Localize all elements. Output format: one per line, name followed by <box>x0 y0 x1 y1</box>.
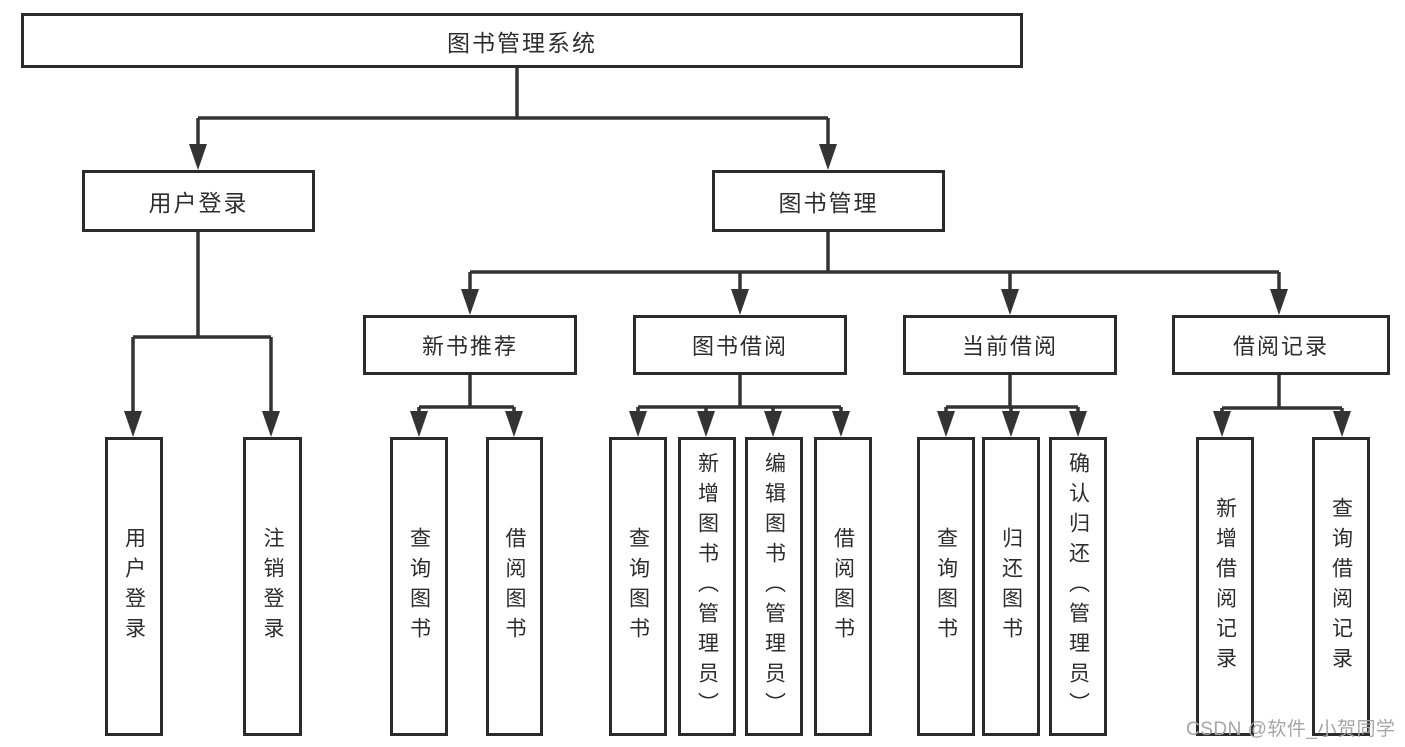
node-label: 注销登录 <box>261 526 284 647</box>
arrow-down-icon <box>124 411 142 437</box>
leaf-user-login: 用户登录 <box>105 437 163 736</box>
leaf-bb-edit-books-admin: 编辑图书（管理员） <box>745 437 803 736</box>
arrow-down-icon <box>461 289 479 315</box>
csdn-watermark: CSDN @软件_小贺同学 <box>1186 719 1396 740</box>
node-label: 编辑图书（管理员） <box>762 451 786 722</box>
leaf-bb-query-books: 查询图书 <box>609 437 667 736</box>
leaf-cb-return-books: 归还图书 <box>982 437 1040 736</box>
node-label: 借阅图书 <box>503 526 526 647</box>
node-borrowing-records: 借阅记录 <box>1172 315 1390 375</box>
node-label: 查询借阅记录 <box>1329 496 1353 677</box>
node-current-borrowing: 当前借阅 <box>903 315 1117 375</box>
leaf-cb-confirm-return-admin: 确认归还（管理员） <box>1049 437 1107 736</box>
node-label: 图书管理系统 <box>447 29 597 56</box>
arrow-down-icon <box>731 289 749 315</box>
node-new-book-recommendation: 新书推荐 <box>363 315 577 375</box>
arrow-down-icon <box>1069 411 1087 437</box>
leaf-bb-add-books-admin: 新增图书（管理员） <box>678 437 736 736</box>
arrow-down-icon <box>1213 411 1231 437</box>
node-book-borrowing: 图书借阅 <box>633 315 847 375</box>
node-label: 查询图书 <box>626 526 650 647</box>
arrow-down-icon <box>189 144 207 170</box>
leaf-logout: 注销登录 <box>243 437 302 736</box>
arrow-down-icon <box>937 411 955 437</box>
arrow-down-icon <box>1002 411 1020 437</box>
node-label: 确认归还（管理员） <box>1066 451 1090 722</box>
node-label: 归还图书 <box>999 526 1023 647</box>
node-label: 当前借阅 <box>961 334 1058 359</box>
node-label: 图书借阅 <box>691 334 788 359</box>
arrow-down-icon <box>819 144 837 170</box>
arrow-down-icon <box>629 411 647 437</box>
node-label: 新书推荐 <box>421 334 518 359</box>
node-label: 查询图书 <box>407 526 431 647</box>
leaf-bb-borrow-books: 借阅图书 <box>814 437 872 736</box>
arrow-down-icon <box>1001 289 1019 315</box>
node-library-management-system: 图书管理系统 <box>21 13 1023 68</box>
arrow-down-icon <box>832 411 850 437</box>
arrow-down-icon <box>505 411 523 437</box>
node-label: 图书管理 <box>778 190 879 216</box>
node-label: 用户登录 <box>122 526 146 647</box>
arrow-down-icon <box>764 411 782 437</box>
node-label: 新增借阅记录 <box>1213 496 1237 677</box>
arrow-down-icon <box>262 411 280 437</box>
leaf-cb-query-books: 查询图书 <box>917 437 975 736</box>
node-label: 用户登录 <box>148 190 249 216</box>
leaf-br-query-borrow-record: 查询借阅记录 <box>1312 437 1370 736</box>
node-label: 借阅图书 <box>831 526 855 647</box>
node-label: 新增图书（管理员） <box>695 451 719 722</box>
leaf-nb-borrow-books: 借阅图书 <box>486 437 543 736</box>
node-label: 查询图书 <box>934 526 958 647</box>
arrow-down-icon <box>1270 289 1288 315</box>
leaf-nb-query-books: 查询图书 <box>390 437 448 736</box>
node-book-management: 图书管理 <box>712 170 945 232</box>
arrow-down-icon <box>410 411 428 437</box>
arrow-down-icon <box>697 411 715 437</box>
leaf-br-add-borrow-record: 新增借阅记录 <box>1196 437 1254 736</box>
node-label: 借阅记录 <box>1232 334 1329 359</box>
node-user-login: 用户登录 <box>82 170 315 232</box>
arrow-down-icon <box>1333 411 1351 437</box>
